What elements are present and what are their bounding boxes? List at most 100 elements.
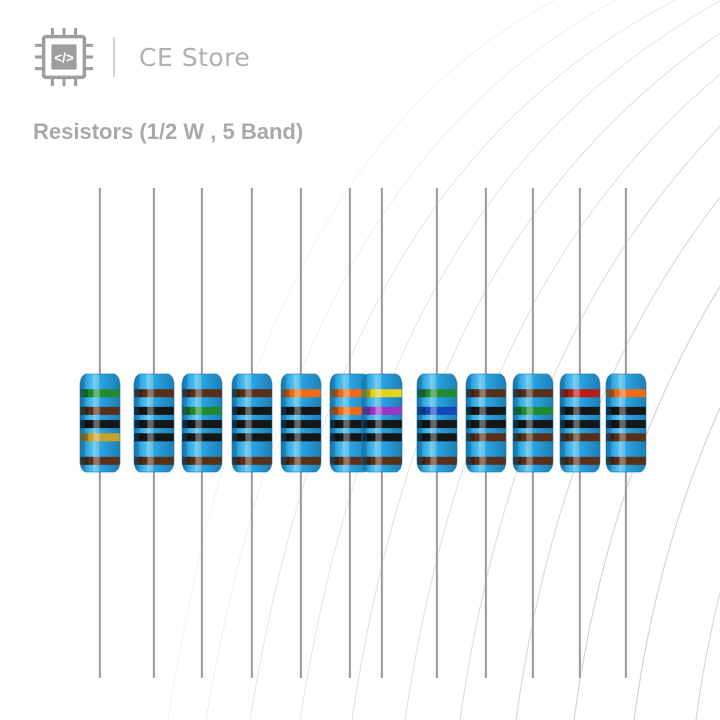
body-gloss — [479, 374, 486, 472]
band-shading — [417, 389, 426, 398]
band-shading — [134, 456, 143, 465]
body-gloss — [430, 374, 437, 472]
body-outline — [133, 373, 175, 473]
band-highlight — [430, 406, 438, 415]
body-outline — [465, 373, 507, 473]
resistor-3 — [176, 188, 228, 678]
resistor-body — [465, 373, 507, 473]
resistor-body — [181, 373, 223, 473]
brand-divider — [113, 37, 115, 77]
band-shading — [560, 389, 569, 398]
band-shading — [606, 389, 615, 398]
band-highlight — [343, 420, 351, 429]
band-shading — [417, 456, 426, 465]
resistor-lead-bottom — [348, 466, 352, 678]
body-gloss — [294, 374, 301, 472]
body-outline — [231, 373, 273, 473]
color-band-brown — [134, 389, 174, 398]
band-shading — [330, 406, 339, 415]
band-shading — [466, 389, 475, 398]
body-edge-shadow — [232, 374, 238, 472]
resistor-11 — [554, 188, 606, 678]
band-shading — [182, 420, 191, 429]
band-highlight — [343, 406, 351, 415]
band-shading — [134, 420, 143, 429]
band-highlight — [526, 389, 534, 398]
resistor-lead-bottom — [435, 466, 439, 678]
color-band-black — [134, 406, 174, 415]
band-shading — [134, 389, 143, 398]
band-shading — [606, 420, 615, 429]
band-highlight — [430, 456, 438, 465]
band-highlight — [245, 456, 253, 465]
color-band-black — [417, 433, 457, 442]
band-highlight — [573, 420, 581, 429]
band-shading — [466, 456, 475, 465]
band-highlight — [343, 389, 351, 398]
body-edge-shadow — [606, 374, 612, 472]
color-band-green — [182, 406, 222, 415]
color-band-brown — [134, 456, 174, 465]
color-band-violet — [362, 406, 402, 415]
color-band-black — [80, 420, 120, 429]
band-shading — [134, 406, 143, 415]
band-highlight — [294, 389, 302, 398]
band-shading — [232, 456, 241, 465]
band-highlight — [294, 456, 302, 465]
band-shading — [417, 420, 426, 429]
band-shading — [362, 456, 371, 465]
band-shading — [417, 406, 426, 415]
band-shading — [80, 456, 89, 465]
band-shading — [182, 433, 191, 442]
band-shading — [80, 420, 89, 429]
band-shading — [232, 420, 241, 429]
color-band-black — [281, 420, 321, 429]
band-highlight — [147, 420, 155, 429]
color-band-black — [466, 420, 506, 429]
band-shading — [606, 456, 615, 465]
resistor-lead-bottom — [152, 466, 156, 678]
band-highlight — [245, 433, 253, 442]
band-highlight — [147, 433, 155, 442]
resistor-7 — [356, 188, 408, 678]
resistor-body — [133, 373, 175, 473]
band-highlight — [619, 389, 627, 398]
body-outline — [280, 373, 322, 473]
body-outline — [416, 373, 458, 473]
band-shading — [606, 406, 615, 415]
band-shading — [330, 389, 339, 398]
band-highlight — [573, 456, 581, 465]
band-highlight — [195, 456, 203, 465]
band-shading — [281, 406, 290, 415]
color-band-black — [560, 406, 600, 415]
band-highlight — [195, 406, 203, 415]
color-band-black — [182, 433, 222, 442]
resistor-lead-top — [250, 188, 254, 380]
band-highlight — [375, 406, 383, 415]
color-band-green — [513, 406, 553, 415]
band-highlight — [430, 389, 438, 398]
resistor-lead-top — [348, 188, 352, 380]
band-highlight — [195, 433, 203, 442]
band-shading — [513, 456, 522, 465]
resistor-lead-top — [484, 188, 488, 380]
band-highlight — [343, 433, 351, 442]
band-highlight — [619, 420, 627, 429]
body-edge-shadow — [362, 374, 368, 472]
band-shading — [281, 420, 290, 429]
color-band-black — [281, 433, 321, 442]
color-band-brown — [232, 456, 272, 465]
cpu-chip-code-icon: </> — [33, 26, 95, 88]
color-band-brown — [466, 456, 506, 465]
band-highlight — [245, 406, 253, 415]
body-outline — [361, 373, 403, 473]
color-band-black — [606, 420, 646, 429]
band-shading — [182, 456, 191, 465]
resistor-body — [605, 373, 647, 473]
body-outline — [79, 373, 121, 473]
body-edge-shadow — [80, 374, 86, 472]
body-gloss — [526, 374, 533, 472]
band-shading — [417, 433, 426, 442]
color-band-brown — [466, 389, 506, 398]
band-highlight — [294, 406, 302, 415]
